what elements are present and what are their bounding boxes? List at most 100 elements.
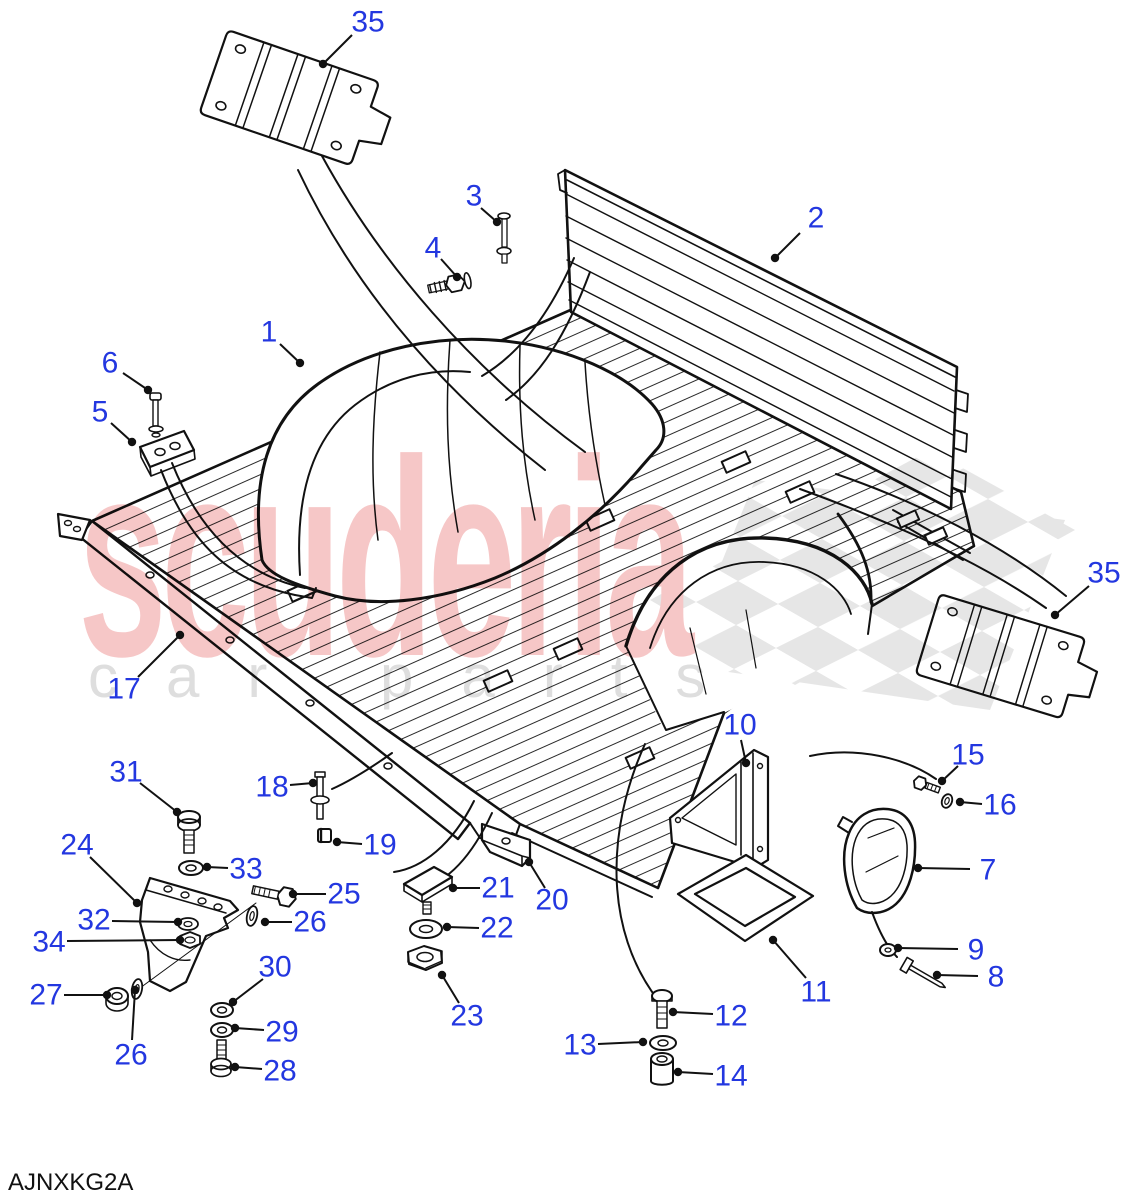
leader-line	[441, 974, 460, 1004]
callout-35: 35	[1050, 557, 1121, 620]
callout-dot	[173, 917, 183, 927]
leader-line	[528, 861, 546, 889]
callout-dot	[673, 1067, 683, 1077]
callout-number: 15	[951, 739, 984, 772]
mudflap	[837, 807, 917, 915]
callout-number: 24	[60, 829, 93, 862]
bolt-3	[496, 212, 512, 264]
callout-number: 34	[32, 926, 65, 959]
leader-line	[279, 343, 301, 364]
pin-18	[310, 771, 330, 820]
leader-line	[917, 867, 971, 870]
leader-line	[111, 920, 179, 923]
leader-line	[774, 232, 801, 259]
callout-labels: 1234567891011121314151617181920212223242…	[29, 6, 1120, 1093]
callout-dot	[524, 857, 534, 867]
callout-number: 12	[714, 1000, 747, 1033]
callout-number: 4	[425, 232, 442, 265]
callout-dot	[202, 862, 212, 872]
callout-1: 1	[261, 316, 305, 368]
washer-30	[210, 1002, 234, 1018]
callout-24: 24	[60, 829, 142, 908]
callout-number: 23	[450, 1000, 483, 1033]
callout-number: 5	[92, 396, 109, 429]
bolt-12	[651, 989, 673, 1029]
leader-line	[131, 989, 136, 1041]
callout-number: 28	[263, 1055, 296, 1088]
callout-dot	[932, 970, 942, 980]
callout-31: 31	[109, 756, 182, 817]
callout-dot	[288, 889, 298, 899]
strap-plate	[138, 429, 196, 477]
callout-dot	[448, 883, 458, 893]
clip-19	[317, 827, 332, 844]
callout-number: 25	[327, 878, 360, 911]
leader-line	[66, 939, 181, 942]
leader-line	[897, 947, 959, 950]
callout-dot	[913, 863, 923, 873]
leader-line	[122, 372, 149, 391]
callout-number: 13	[563, 1029, 596, 1062]
leader-line	[322, 34, 353, 65]
callout-number: 17	[107, 673, 140, 706]
leader-line	[89, 856, 138, 904]
bolt-21	[402, 865, 454, 915]
callout-dot	[1050, 610, 1060, 620]
washer-16	[940, 793, 954, 809]
callout-number: 27	[29, 979, 62, 1012]
callout-dot	[143, 385, 153, 395]
leader-line	[936, 974, 979, 977]
callout-number: 9	[968, 934, 985, 967]
callout-35: 35	[318, 6, 385, 69]
leader-line	[1054, 585, 1090, 616]
callout-7: 7	[913, 854, 997, 887]
callout-dot	[768, 935, 778, 945]
corner-bracket	[480, 822, 532, 868]
callout-19: 19	[332, 829, 397, 862]
callout-number: 33	[229, 853, 262, 886]
washer-33	[178, 860, 204, 876]
callout-number: 30	[258, 951, 291, 984]
callout-15: 15	[937, 739, 985, 786]
callout-number: 21	[481, 872, 514, 905]
callout-26: 26	[260, 906, 327, 939]
callout-dot	[127, 437, 137, 447]
support-bracket-triangle	[668, 748, 770, 870]
callout-number: 3	[466, 180, 483, 213]
leader-line	[672, 1011, 714, 1015]
callout-dot	[230, 1023, 240, 1033]
callout-dot	[437, 970, 447, 980]
callout-number: 2	[808, 202, 825, 235]
callout-25: 25	[288, 878, 361, 911]
callout-number: 22	[480, 912, 513, 945]
callout-number: 29	[265, 1016, 298, 1049]
callout-dot	[893, 943, 903, 953]
callout-number: 26	[293, 906, 326, 939]
leader-line	[232, 978, 264, 1003]
callout-dot	[770, 253, 780, 263]
leader-line	[139, 782, 178, 813]
callout-12: 12	[668, 1000, 748, 1033]
callout-number: 7	[980, 854, 997, 887]
callout-number: 1	[261, 316, 278, 349]
callout-number: 31	[109, 756, 142, 789]
callout-11: 11	[768, 935, 832, 1009]
callout-number: 16	[983, 789, 1016, 822]
diagram-code: AJNXKG2A	[8, 1169, 133, 1196]
leader-line	[446, 926, 480, 929]
callout-8: 8	[932, 961, 1004, 994]
bolt-15	[913, 775, 942, 794]
callout-4: 4	[425, 232, 462, 282]
callout-26: 26	[114, 985, 148, 1072]
callout-dot	[295, 358, 305, 368]
callout-30: 30	[228, 951, 292, 1007]
leader-line	[234, 1027, 265, 1031]
callout-17: 17	[107, 630, 185, 706]
callout-dot	[308, 778, 318, 788]
callout-dot	[492, 217, 502, 227]
insert-14	[650, 1052, 674, 1086]
callout-dot	[955, 797, 965, 807]
callout-dot	[175, 630, 185, 640]
callout-dot	[132, 898, 142, 908]
